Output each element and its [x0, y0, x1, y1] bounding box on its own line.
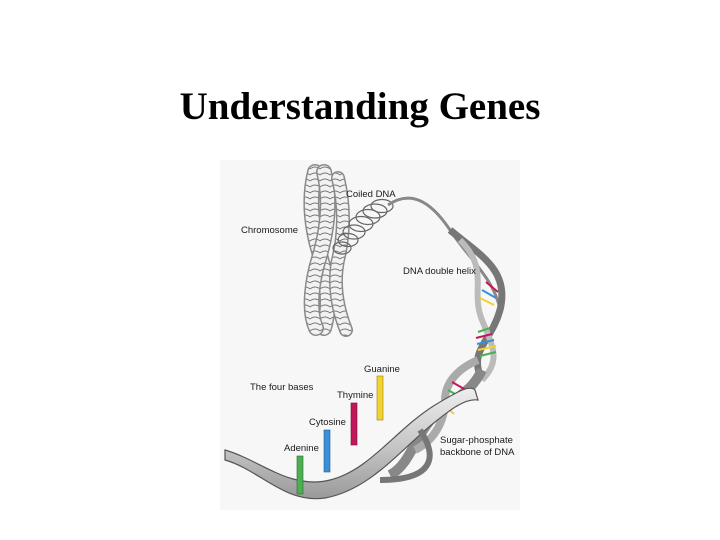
- gene-diagram: Chromosome Coiled DNA DNA double helix T…: [220, 160, 520, 510]
- thymine-bar: [350, 402, 358, 446]
- gene-diagram-svg: Chromosome Coiled DNA DNA double helix T…: [220, 160, 520, 510]
- chromosome-label: Chromosome: [241, 225, 298, 236]
- coiled-dna-label: Coiled DNA: [346, 189, 396, 200]
- guanine-label: Guanine: [364, 364, 400, 375]
- cytosine-label: Cytosine: [309, 417, 346, 428]
- chromosome-icon: [303, 164, 353, 337]
- backbone-label-line1: Sugar-phosphate: [440, 435, 513, 446]
- double-helix-label: DNA double helix: [403, 266, 476, 277]
- cytosine-bar: [323, 429, 331, 473]
- adenine-bar: [296, 455, 304, 495]
- coiled-dna-icon: [332, 198, 394, 255]
- slide-title: Understanding Genes: [179, 85, 541, 128]
- thymine-label: Thymine: [337, 390, 373, 401]
- guanine-bar: [376, 375, 384, 421]
- adenine-label: Adenine: [284, 443, 319, 454]
- four-bases-label: The four bases: [250, 382, 314, 393]
- backbone-label-line2: backbone of DNA: [440, 447, 515, 458]
- double-helix-icon: [447, 227, 506, 383]
- backbone-ribbon: [224, 356, 487, 500]
